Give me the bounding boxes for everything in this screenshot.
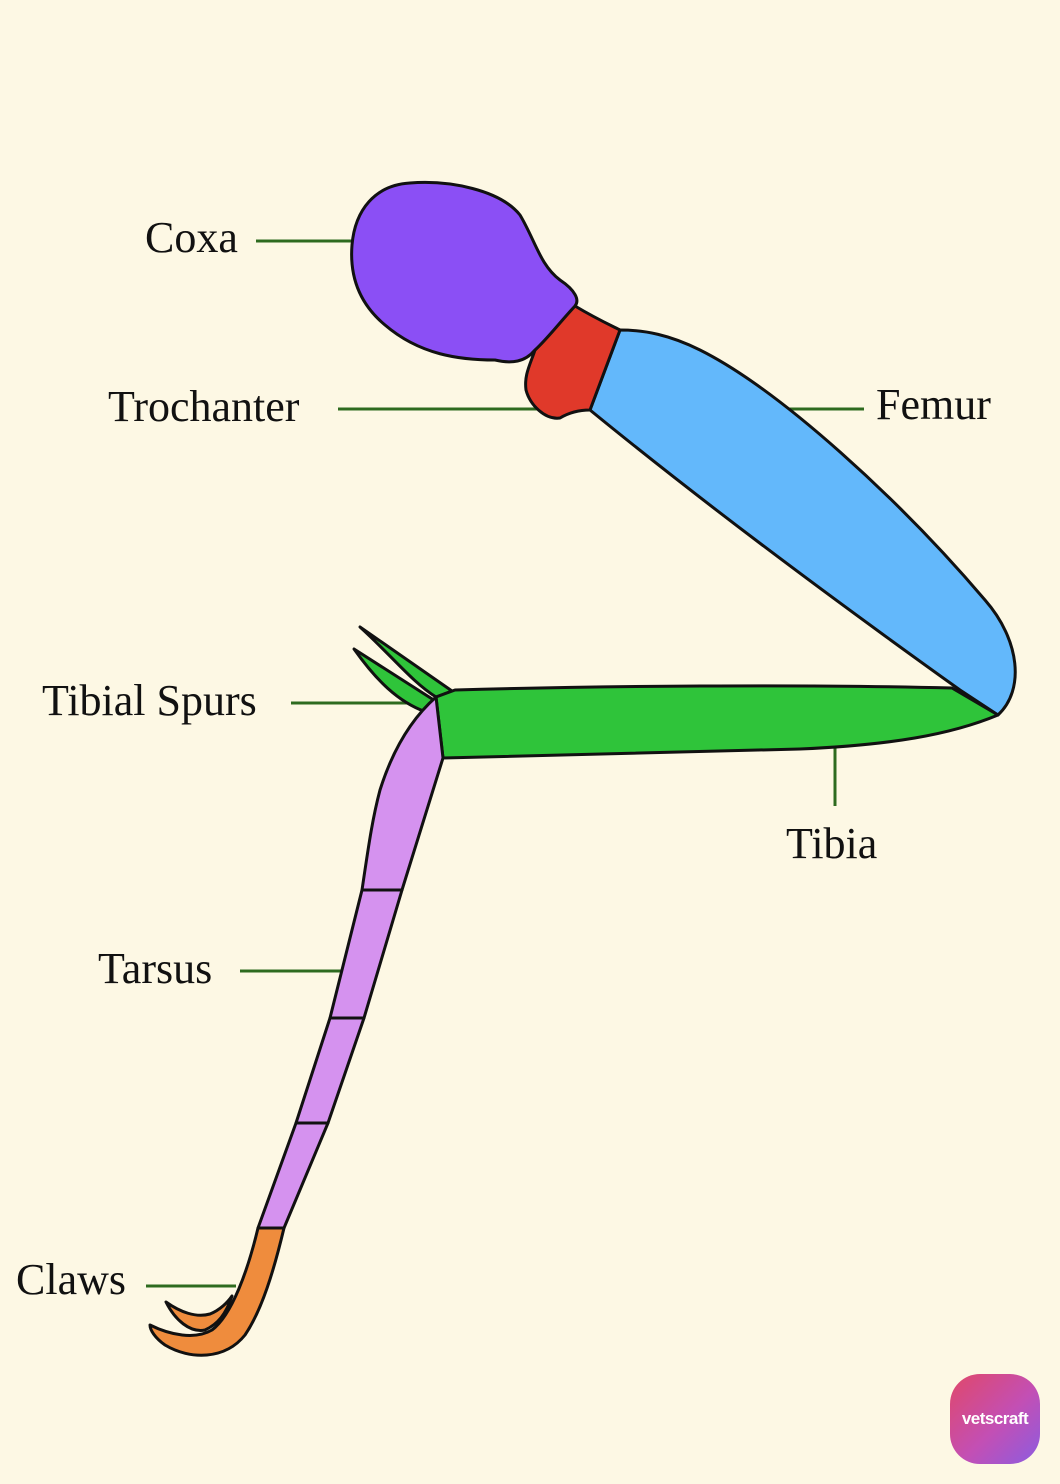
- femur-segment: [588, 328, 1017, 717]
- trochanter-label: Trochanter: [108, 382, 300, 431]
- tarsus-segment-1: [360, 695, 445, 892]
- tarsus-label: Tarsus: [98, 944, 213, 993]
- tarsus-segment-2: [328, 888, 404, 1020]
- tarsus-segments: [256, 695, 445, 1230]
- tibia-label: Tibia: [786, 819, 878, 868]
- claw-inner: [164, 1294, 234, 1332]
- vetscraft-logo: vetscraft: [950, 1374, 1040, 1464]
- logo-text: vetscraft: [961, 1409, 1029, 1428]
- femur-label: Femur: [876, 380, 991, 429]
- claws-label: Claws: [16, 1255, 126, 1304]
- tarsus-segment-4: [256, 1121, 330, 1230]
- coxa-segment: [350, 181, 579, 364]
- tarsus-segment-3: [294, 1016, 366, 1125]
- tibial-spurs-label: Tibial Spurs: [42, 676, 257, 725]
- trochanter-leader: [338, 394, 558, 411]
- tibia-segment: [434, 684, 1000, 760]
- claw-outer: [148, 1226, 286, 1357]
- coxa-label: Coxa: [145, 213, 238, 262]
- tibial-spur-upper: [358, 625, 454, 699]
